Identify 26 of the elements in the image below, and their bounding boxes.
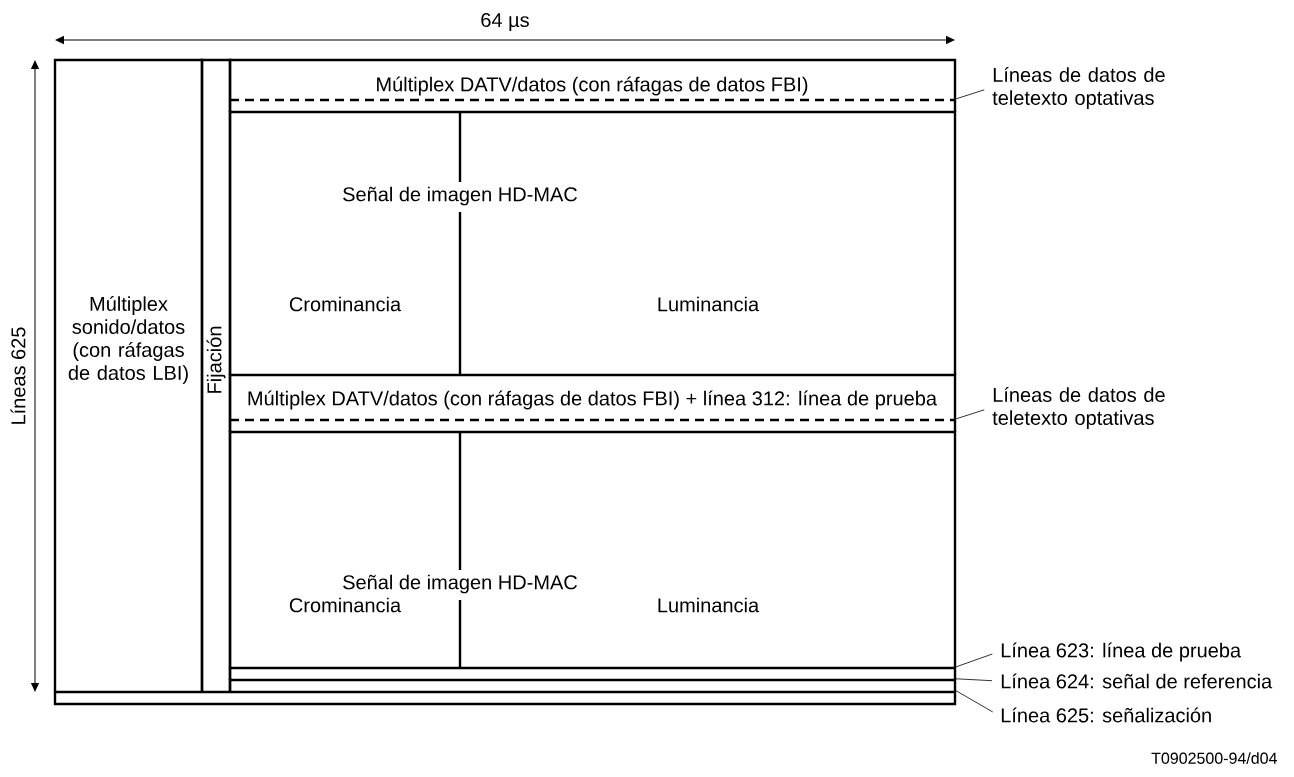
annotation-text: Línea 623: línea de prueba [1001,642,1242,662]
line-band [228,678,957,692]
dimension-label: 64 µs [481,12,529,32]
annotation-text: Líneas de datos de teletexto optativas [992,67,1165,109]
column-box: Múltiplex sonido/datos (con ráfagas de datos LBI) [53,58,204,692]
teletext-strip [230,98,955,102]
annotation-text: Líneas de datos de teletexto optativas [992,387,1165,429]
dimension-label: Líneas 625 [10,327,26,424]
column-box: Fijación [200,58,232,692]
leader-line [955,653,993,668]
figure-code: T0902500-94/d04 [1151,752,1277,764]
band-box: Múltiplex DATV/datos (con ráfagas de datos FBI) [228,58,957,112]
line-band [228,666,957,680]
chrominance-area: Crominancia [289,597,402,613]
line-band [53,690,957,706]
annotation-text: Línea 625: señalización [1001,707,1211,723]
leader-line [955,89,985,100]
chrominance-area: Crominancia [289,296,402,312]
leader-line [955,690,994,713]
luminance-area: Luminancia [658,296,760,312]
leader-line [955,409,985,420]
teletext-strip [230,418,955,422]
luminance-area: Luminancia [658,597,760,613]
leader-line [955,678,993,682]
band-box: Múltiplex DATV/datos (con ráfagas de datos FBI) + línea 312: línea de prueba [228,373,957,432]
annotation-text: Línea 624: señal de referencia [1001,673,1273,689]
